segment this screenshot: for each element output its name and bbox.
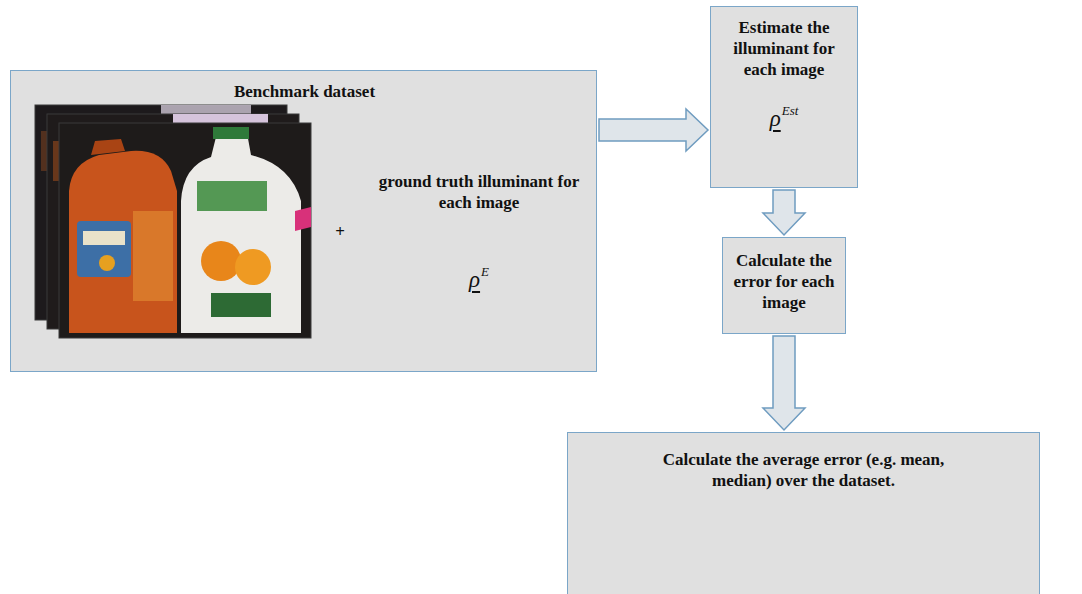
text-column: Calculate the error for each image [723,238,845,325]
box-heading: Calculate the error for each image [729,250,839,313]
block-arrow [763,336,805,430]
text-block: + [327,221,353,242]
symbol-superscript: Est [782,103,799,118]
illuminant-symbol: ρE [363,259,595,295]
illuminant-symbol: ρEst [717,98,851,134]
symbol-rho: ρ [469,267,480,292]
text-block: ground truth illuminant for each image [363,171,595,213]
block-arrow [763,190,805,235]
process-box: Benchmark dataset + ground truth illuminan… [10,70,597,372]
text-block: Calculate the error for each image [729,250,839,313]
box-text: ground truth illuminant for each image [363,171,595,213]
process-box: Calculate the average error (e.g. mean, … [567,432,1040,594]
process-box: Estimate the illuminant for each image ρE… [710,6,858,188]
box-heading: Calculate the average error (e.g. mean, … [645,449,963,491]
box-heading: Estimate the illuminant for each image [717,17,851,80]
box-text: + [327,221,353,242]
block-arrow [599,109,708,151]
symbol-rho: ρ [770,106,781,131]
text-block: Benchmark dataset [11,81,598,102]
symbol-superscript: E [481,264,489,279]
image-stack-illustration [11,71,598,373]
box-heading: Benchmark dataset [11,81,598,102]
text-column: Estimate the illuminant for each image ρE… [711,7,857,144]
text-block: Calculate the average error (e.g. mean, … [645,449,963,491]
text-block: Estimate the illuminant for each image [717,17,851,80]
process-box: Calculate the error for each image [722,237,846,334]
text-column: Calculate the average error (e.g. mean, … [639,433,969,507]
